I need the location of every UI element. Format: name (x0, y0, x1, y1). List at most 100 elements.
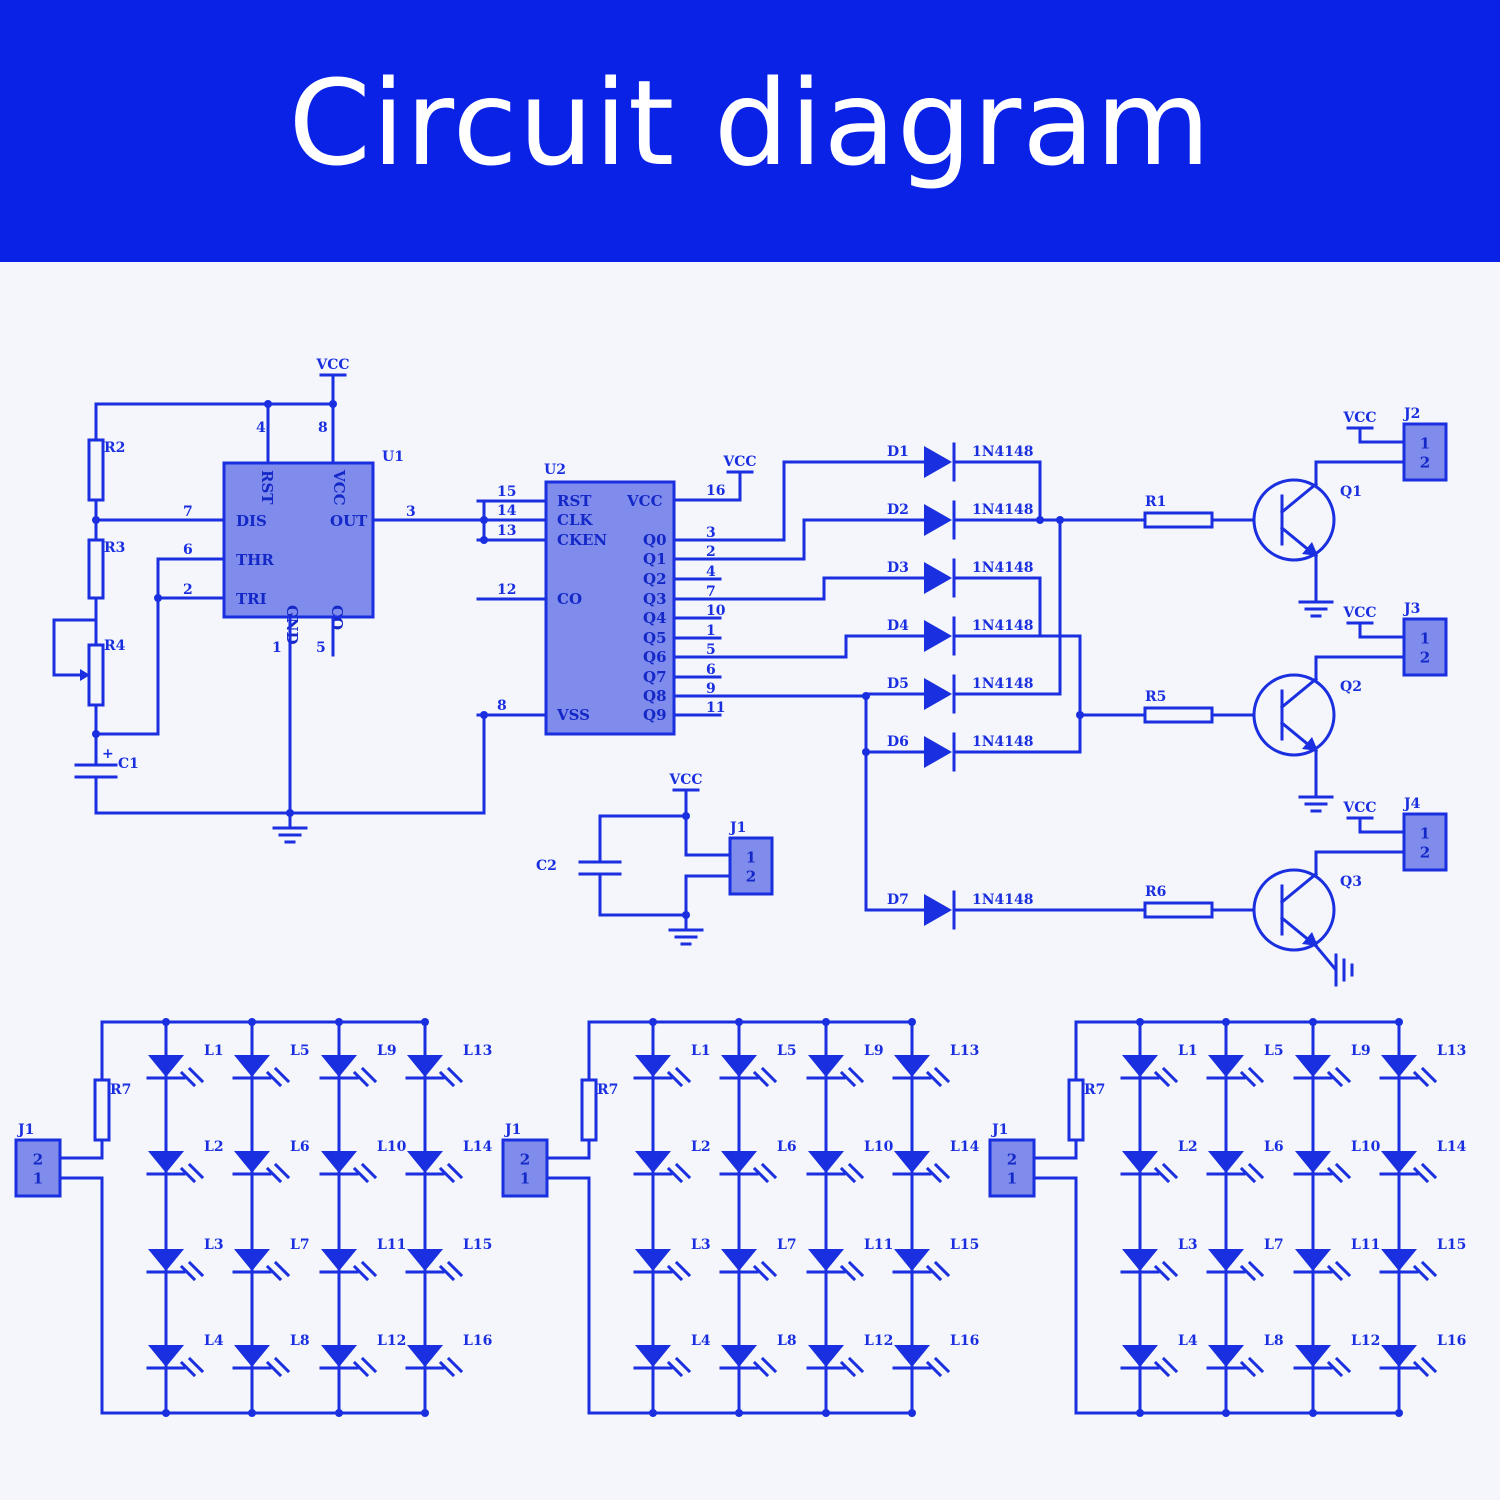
ground-symbol (1334, 953, 1354, 987)
wire (952, 460, 1042, 522)
led-label: L4 (204, 1333, 224, 1349)
junction-dot (682, 911, 690, 919)
vcc-label: VCC (1342, 800, 1376, 816)
emitter-arrow (1302, 737, 1318, 751)
led-triangle (321, 1151, 357, 1173)
vcc-label: VCC (1342, 605, 1376, 621)
wire (1313, 943, 1338, 975)
emitter-arrow (1302, 542, 1318, 556)
diode-triangle (924, 736, 952, 768)
vcc-symbol: VCC (722, 454, 757, 486)
led-arrow (674, 1066, 692, 1084)
r7-label: R7 (597, 1082, 618, 1098)
led-label: L8 (777, 1333, 797, 1349)
led-label: L7 (290, 1237, 310, 1253)
led-connector: 21 (501, 1138, 549, 1198)
led-arrow (839, 1070, 857, 1088)
transistor-label: Q1 (1340, 484, 1362, 500)
r7-body (93, 1078, 111, 1142)
led-arrow (1161, 1066, 1179, 1084)
wire (1034, 1138, 1078, 1160)
led: L5 (719, 1043, 797, 1088)
led-arrow (273, 1162, 291, 1180)
u1-pin-vertical: RST (258, 470, 276, 505)
led-label: L10 (377, 1139, 407, 1155)
led: L11 (806, 1237, 893, 1282)
junction-dot (1056, 516, 1064, 524)
led: L11 (319, 1237, 406, 1282)
transistor-q1 (1252, 478, 1336, 562)
u2-label: U2 (544, 462, 566, 478)
led-arrow (438, 1360, 456, 1378)
led: L3 (1120, 1237, 1198, 1282)
led-arrow (674, 1356, 692, 1374)
led-arrow (273, 1356, 291, 1374)
junction-dot (480, 711, 488, 719)
pin-number: 2 (183, 582, 193, 598)
u2-pin-q6: Q6 (643, 648, 667, 666)
pin-number: 4 (706, 564, 716, 580)
led-label: L10 (864, 1139, 894, 1155)
led-arrow (1247, 1162, 1265, 1180)
led-triangle (407, 1249, 443, 1271)
junction-dot (1076, 711, 1084, 719)
diode-label: D6 (887, 734, 909, 750)
led-arrow (1326, 1264, 1344, 1282)
led-label: L12 (864, 1333, 893, 1349)
connector-body (1402, 617, 1448, 677)
led: L4 (633, 1333, 711, 1378)
pin-number: 3 (406, 504, 416, 520)
u2-pin-rst: RST (557, 492, 592, 510)
led: L8 (719, 1333, 797, 1378)
pin-number: 10 (706, 603, 726, 619)
transistor-label: Q3 (1340, 874, 1362, 890)
u2-pin-q5: Q5 (643, 629, 667, 647)
u1-pin-vertical: VCC (330, 469, 348, 506)
r4-body (87, 643, 105, 707)
led-label: L5 (777, 1043, 797, 1059)
led-arrow (438, 1264, 456, 1282)
u2-pin-q8: Q8 (643, 687, 667, 705)
led-label: L8 (1264, 1333, 1284, 1349)
led: L2 (1120, 1139, 1198, 1184)
led-arrow (847, 1260, 865, 1278)
led-triangle (234, 1249, 270, 1271)
vcc-label: VCC (315, 357, 349, 373)
led-arrow (666, 1264, 684, 1282)
u2-pin-q7: Q7 (643, 668, 667, 686)
led: L8 (1206, 1333, 1284, 1378)
connector-body (501, 1138, 549, 1198)
led: L6 (232, 1139, 310, 1184)
transistor-connector: 12 (1402, 812, 1448, 872)
led: L9 (319, 1043, 397, 1088)
led-triangle (234, 1151, 270, 1173)
led-arrow (446, 1356, 464, 1374)
led: L12 (319, 1333, 406, 1378)
diode-label: D5 (887, 676, 909, 692)
connector-pin-number: 1 (520, 1169, 530, 1187)
connector-label: J1 (503, 1122, 521, 1138)
led-arrow (1247, 1260, 1265, 1278)
wire (684, 874, 732, 917)
led-label: L9 (377, 1043, 397, 1059)
junction-dot (92, 516, 100, 524)
led-arrow (1239, 1264, 1257, 1282)
led-arrow (265, 1264, 283, 1282)
led: L16 (405, 1333, 492, 1378)
base-resistor (1143, 511, 1214, 529)
r7-label: R7 (110, 1082, 131, 1098)
connector-pin-number: 2 (1007, 1151, 1017, 1169)
led-arrow (265, 1166, 283, 1184)
c1-label: C1 (118, 756, 139, 772)
transistor-body (1252, 673, 1336, 757)
pin-number: 3 (706, 525, 716, 541)
led-label: L15 (1437, 1237, 1466, 1253)
wire (718, 694, 926, 912)
led-arrow (179, 1264, 197, 1282)
vcc-symbol: VCC (1342, 800, 1377, 832)
led-arrow (933, 1356, 951, 1374)
led-arrow (1161, 1260, 1179, 1278)
transistor-collector (1279, 676, 1319, 710)
led: L15 (892, 1237, 979, 1282)
